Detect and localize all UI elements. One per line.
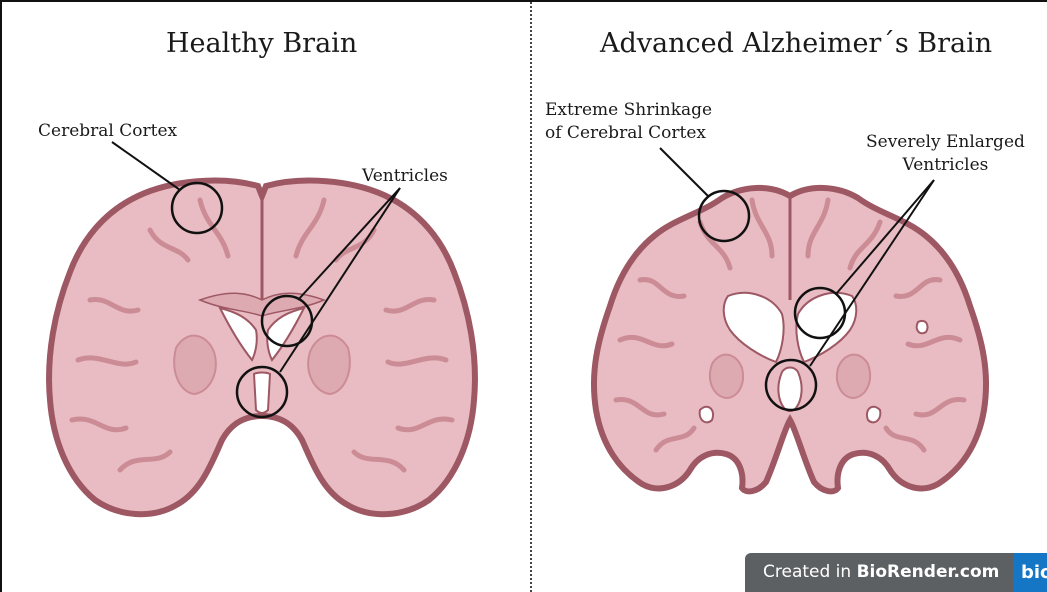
healthy-cortex-leader-line xyxy=(112,142,180,190)
watermark-prefix: Created in xyxy=(763,562,851,582)
watermark-text: Created in BioRender.com xyxy=(763,562,999,582)
biorender-watermark[interactable]: Created in BioRender.com bio xyxy=(745,553,1047,592)
alzheimers-brain-illustration xyxy=(594,188,986,491)
healthy-third-ventricle xyxy=(254,373,270,414)
alzheimers-third-ventricle xyxy=(778,368,801,412)
watermark-brand: BioRender.com xyxy=(857,562,1000,582)
alzheimers-cortex-leader-line xyxy=(660,148,708,196)
healthy-brain-illustration xyxy=(49,181,475,515)
biorender-logo: bio xyxy=(1013,553,1047,592)
